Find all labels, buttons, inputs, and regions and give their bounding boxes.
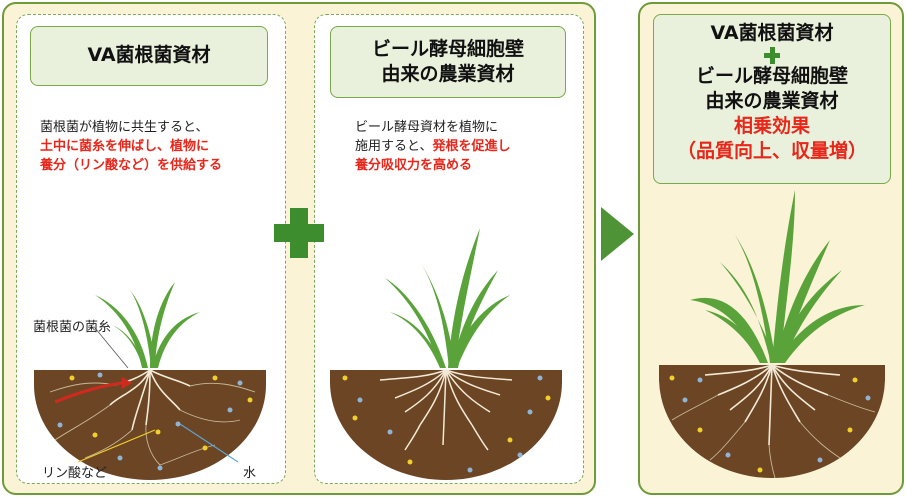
va-desc-line-2: 土中に菌糸を伸ばし、植物に	[40, 139, 210, 154]
middle-soil-illustration	[330, 228, 562, 480]
hyphae-label: 菌根菌の菌糸	[33, 320, 112, 335]
synergy-header: VA菌根菌資材 ビール酵母細胞壁 由来の農業資材 相乗効果 （品質向上、収量増）	[653, 14, 891, 184]
right-hyphae	[671, 394, 876, 479]
yeast-title-line-2: 由来の農業資材	[381, 63, 515, 85]
phosphate-callout-line	[77, 429, 156, 463]
middle-dots	[342, 375, 551, 473]
va-desc-line-3: 養分（リン酸など）を供給する	[40, 158, 223, 173]
yeast-desc-line-2: 施用すると、発根を促進し	[355, 137, 580, 156]
middle-grass	[385, 228, 510, 368]
right-dots	[669, 375, 871, 473]
right-roots	[704, 364, 841, 446]
left-dots	[57, 372, 253, 471]
arrow-right-icon	[601, 207, 634, 261]
right-soil-illustration	[659, 190, 885, 479]
left-roots	[109, 369, 191, 431]
synergy-result-line-2: （品質向上、収量増）	[676, 140, 867, 162]
hyphae-callout-line	[94, 327, 129, 369]
water-callout-line	[179, 423, 239, 463]
left-red-arrow	[54, 381, 123, 404]
phosphate-label: リン酸など	[42, 466, 108, 481]
left-hyphae	[49, 382, 256, 466]
left-soil	[34, 370, 266, 480]
synergy-title-line-1: VA菌根菌資材	[710, 22, 834, 44]
right-grass	[690, 190, 865, 363]
yeast-desc-line-1: ビール酵母資材を植物に	[355, 120, 499, 135]
yeast-desc-plain-2: 施用すると、	[355, 139, 433, 154]
yeast-title-line-1: ビール酵母細胞壁	[371, 38, 524, 60]
plus-icon	[274, 208, 324, 258]
synergy-title-line-2: ビール酵母細胞壁	[695, 65, 848, 87]
va-mycorrhiza-title: VA菌根菌資材	[87, 44, 211, 66]
yeast-description: ビール酵母資材を植物に 施用すると、発根を促進し 養分吸収力を高める	[355, 118, 580, 175]
va-desc-line-1: 菌根菌が植物に共生すると、	[40, 120, 209, 135]
left-grass	[95, 282, 200, 368]
yeast-material-header: ビール酵母細胞壁 由来の農業資材	[330, 26, 566, 98]
yeast-desc-line-3: 養分吸収力を高める	[355, 158, 473, 173]
water-label: 水	[243, 466, 257, 481]
left-soil-illustration	[34, 282, 266, 480]
middle-roots	[379, 369, 513, 451]
middle-soil	[330, 370, 562, 480]
synergy-title-line-3: 由来の農業資材	[705, 90, 839, 112]
synergy-result-line-1: 相乗効果	[733, 115, 810, 137]
va-mycorrhiza-description: 菌根菌が植物に共生すると、 土中に菌糸を伸ばし、植物に 養分（リン酸など）を供給…	[40, 118, 280, 175]
yeast-desc-red-1: 発根を促進し	[432, 139, 511, 154]
va-mycorrhiza-header: VA菌根菌資材	[30, 26, 268, 86]
synergy-plus-icon	[654, 46, 890, 64]
